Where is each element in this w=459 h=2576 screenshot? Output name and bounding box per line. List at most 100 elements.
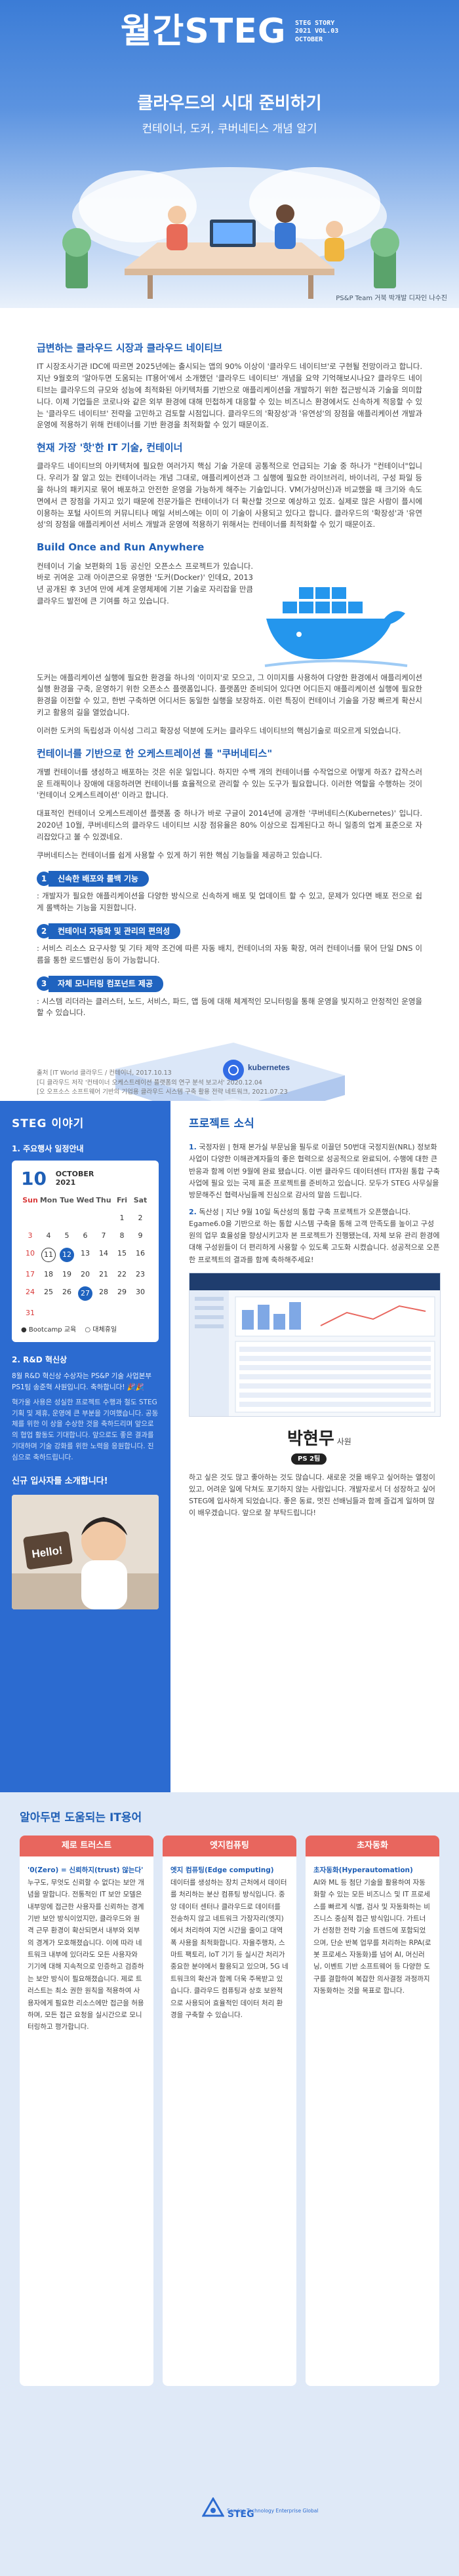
steg-logo-icon: [201, 2496, 225, 2517]
paragraph: 이러한 도커의 독립성과 이식성 그리고 확장성 덕분에 도커는 클라우드 네이…: [37, 725, 401, 735]
hero-illustration: [62, 167, 399, 299]
calendar-day-cell: [76, 1307, 94, 1318]
screenshot-illustration: [190, 1273, 440, 1416]
feature-title: 컨테이너 자동화 및 관리의 편의성: [49, 923, 181, 940]
feature-desc: : 서비스 리소스 요구사항 및 기타 제약 조건에 따른 자동 배치, 컨테이…: [37, 944, 422, 965]
calendar-day-cell: 6: [83, 1231, 88, 1240]
calendar-month-label: OCTOBER: [55, 1169, 94, 1178]
calendar-day-cell: 4: [46, 1231, 51, 1240]
calendar-dow: Mon: [39, 1195, 58, 1204]
calendar-day-cell: 2: [138, 1213, 143, 1222]
calendar-day-cell: [94, 1307, 113, 1318]
glossary-term: 초자동화(Hyperautomation): [313, 1866, 413, 1875]
steg-story: STEG 이야기 1. 주요행사 일정안내 10 OCTOBER 2021 Su…: [0, 1101, 170, 1792]
news-number: 2.: [189, 1208, 197, 1217]
calendar-day-cell: 18: [44, 1270, 53, 1279]
docker-block: 컨테이너 기술 보편화의 1등 공신인 오픈소스 프로젝트가 있습니다. 바로 …: [37, 561, 422, 672]
calendar-day-cell: 20: [81, 1270, 90, 1279]
issue-line: 2021 VOL.03: [295, 28, 339, 35]
rnd-text: 혁가울 사용은 성실한 프로젝트 수행과 철도 STEG 기획 및 제휴, 운영…: [12, 1398, 159, 1461]
steg-story-title: STEG 이야기: [12, 1117, 85, 1130]
issue-info: STEG STORY 2021 VOL.03 OCTOBER: [295, 20, 338, 45]
calendar-day-cell: 5: [64, 1231, 70, 1240]
feature-title: 신속한 배포와 롤백 기능: [49, 870, 149, 887]
paragraph: 쿠버네티스는 컨테이너를 쉽게 사용할 수 있게 하기 위한 핵심 기능들을 제…: [37, 850, 323, 860]
feature-title: 자체 모니터링 컴포넌트 제공: [49, 975, 164, 992]
calendar-dow: Sun: [22, 1195, 38, 1204]
calendar-month: OCTOBER 2021: [56, 1170, 94, 1187]
calendar-day-cell: 11: [39, 1248, 58, 1263]
bootcamp-day-marker: 12: [60, 1248, 74, 1263]
calendar-day-cell: 17: [26, 1270, 35, 1279]
calendar-day-cell: 7: [101, 1231, 106, 1240]
calendar-day: 10: [21, 1167, 47, 1189]
sources: 출처 [IT World 클라우드 / 컨테이너, 2017.10.13 [디 …: [37, 1069, 288, 1097]
holiday-day-marker: 11: [41, 1248, 56, 1263]
member-role: 사원: [336, 1436, 351, 1446]
calendar-day-cell: 29: [117, 1288, 127, 1297]
calendar-dow: Thu: [96, 1195, 111, 1204]
calendar-day-cell: 25: [44, 1288, 53, 1297]
news-item: 2. 독산성 | 지난 9월 10일 독산성의 통합 구축 프로젝트가 오픈했습…: [189, 1206, 441, 1266]
headline: 클라우드의 시대 준비하기: [137, 94, 322, 113]
member-description: 하고 싶은 것도 많고 좋아하는 것도 많습니다. 새로운 것을 배우고 싶어하…: [189, 1472, 435, 1518]
paragraph: 컨테이너 기술 보편화의 1등 공신인 오픈소스 프로젝트가 있습니다. 바로 …: [37, 561, 253, 606]
docker-whale-icon: [264, 586, 408, 667]
glossary-term: '0(Zero) = 신뢰하지(trust) 않는다': [28, 1866, 144, 1875]
calendar-day-cell: 14: [99, 1249, 108, 1258]
calendar-dow: Tue: [60, 1195, 74, 1204]
glossary-text: 데이터를 생성하는 장치 근처에서 데이터를 처리하는 분산 컴퓨팅 방식입니다…: [170, 1878, 289, 2019]
feature-heading: 2 컨테이너 자동화 및 관리의 편의성: [37, 923, 422, 940]
section-title: 컨테이너를 기반으로 한 오케스트레이션 툴 "쿠버네티스": [37, 747, 273, 759]
calendar-day-cell: 9: [138, 1231, 143, 1240]
feature-desc: : 시스템 리더라는 클러스터, 노드, 서비스, 파드, 앱 등에 대해 체계…: [37, 996, 422, 1018]
calendar-day-cell: 8: [119, 1231, 125, 1240]
glossary-card: 엣지컴퓨팅 엣지 컴퓨팅(Edge computing) 데이터를 생성하는 장…: [163, 1836, 296, 2387]
feature-heading: 1 신속한 배포와 롤백 기능: [37, 870, 422, 887]
glossary-head: 초자동화: [306, 1836, 439, 1857]
calendar-day-cell: 3: [28, 1231, 33, 1240]
glossary-text: AI와 ML 등 첨단 기술을 활용하여 자동화할 수 있는 모든 비즈니스 및…: [313, 1878, 431, 1995]
news-text: 국정자원 | 현재 본가실 부문님을 필두로 이끌던 50번대 국정지원(NRL…: [189, 1143, 440, 1199]
footer-logo: STEG Service Technology Enterprise Globa…: [201, 2496, 319, 2520]
hero-credit: PS&P Team 거북 박개발 디자인 나수진: [336, 295, 447, 302]
rnd-text: 8월 R&D 혁신상 수상자는 PS&P 기술 사업본부 PS1팀 송준혁 사원…: [12, 1372, 152, 1392]
calendar-day-cell: 10: [26, 1249, 35, 1258]
calendar-day-cell: 12: [58, 1248, 76, 1263]
paragraph: 클라우드 네이티브의 아키텍처에 필요한 여러가지 핵심 기술 가운데 공통적으…: [37, 461, 422, 529]
feature-number: 1: [37, 871, 51, 886]
calendar-day-cell: [131, 1307, 150, 1318]
calendar-day-cell: [39, 1212, 58, 1223]
calendar-day-cell: [21, 1212, 39, 1223]
glossary-body: 엣지 컴퓨팅(Edge computing) 데이터를 생성하는 장치 근처에서…: [163, 1856, 296, 2029]
calendar-day-cell: 22: [117, 1270, 127, 1279]
glossary-head: 엣지컴퓨팅: [163, 1836, 296, 1857]
calendar-day-cell: 30: [136, 1288, 145, 1297]
brand-title: 월간STEG: [120, 12, 287, 51]
project-screenshot: [189, 1272, 441, 1417]
calendar-day-cell: 23: [136, 1270, 145, 1279]
glossary-title: 알아두면 도움되는 IT용어: [20, 1811, 142, 1824]
calendar-day-cell: [113, 1307, 131, 1318]
calendar-day-cell: 15: [117, 1249, 127, 1258]
calendar-day-cell: 24: [26, 1288, 35, 1297]
glossary-card: 초자동화 초자동화(Hyperautomation) AI와 ML 등 첨단 기…: [306, 1836, 439, 2387]
subheadline: 컨테이너, 도커, 쿠버네티스 개념 알기: [142, 123, 317, 136]
calendar-day-cell: 27: [76, 1286, 94, 1301]
calendar-day-cell: 28: [99, 1288, 108, 1297]
news-text: 독산성 | 지난 9월 10일 독산성의 통합 구축 프로젝트가 오픈했습니다.…: [189, 1208, 440, 1264]
calendar-day-cell: 31: [26, 1309, 35, 1318]
feature-desc: : 개발자가 필요한 애플리케이션을 다양한 방식으로 신속하게 배포 및 업데…: [37, 891, 422, 912]
rnd-section-title: 2. R&D 혁신상: [12, 1355, 68, 1364]
footer-tagline: Service Technology Enterprise Global: [227, 2507, 319, 2514]
paragraph: IT 시장조사기관 IDC에 따르면 2025년에는 출시되는 앱의 90% 이…: [37, 362, 422, 430]
feature-number: 2: [37, 924, 51, 939]
calendar-day-cell: [39, 1307, 58, 1318]
intro-title: 신규 입사자를 소개합니다!: [12, 1476, 108, 1486]
calendar-legend: ● Bootcamp 교육 ○ 대체휴일: [21, 1325, 150, 1336]
footer-logo-text: STEG: [227, 2509, 254, 2520]
hero-headline: 클라우드의 시대 준비하기 컨테이너, 도커, 쿠버네티스 개념 알기: [0, 90, 459, 138]
calendar-dow: Fri: [116, 1195, 127, 1204]
source-line: [디 클라우드 저작 '컨테이너 오케스트레이션 플랫폼의 연구 분석 보고서'…: [37, 1079, 262, 1086]
